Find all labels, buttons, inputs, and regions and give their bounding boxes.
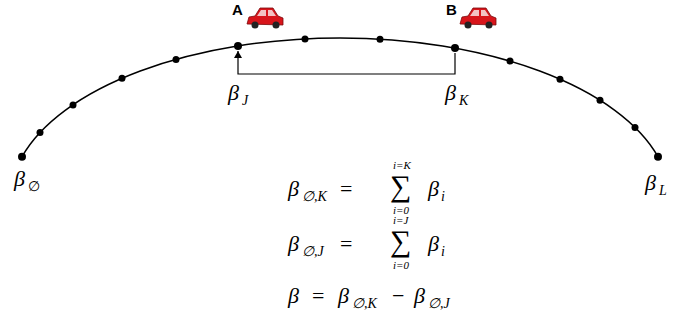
point-subscript: ∅ <box>28 180 40 194</box>
equation-symbol: β <box>288 178 299 200</box>
car-a <box>247 8 283 29</box>
point-symbol: β <box>14 168 25 190</box>
equation-subscript: ∅,K <box>302 190 327 204</box>
equation-operator: = <box>340 178 352 200</box>
equation-subscript: i <box>441 190 445 204</box>
point-subscript: L <box>659 184 667 198</box>
equation-subscript: ∅,J <box>428 297 450 311</box>
equation-symbol: β <box>414 285 425 307</box>
equation-subscript: ∅,K <box>352 297 377 311</box>
road-dots <box>18 36 662 161</box>
sum-limit: i=J <box>393 215 408 226</box>
equation-symbol: β <box>338 285 349 307</box>
equation-operator: = <box>340 233 352 255</box>
equation-subscript: i <box>441 245 445 259</box>
equation-symbol: β <box>288 233 299 255</box>
distance-bracket <box>238 51 455 74</box>
point-subscript: K <box>459 94 468 108</box>
equation-operator: = <box>312 285 324 307</box>
sum-limit: i=0 <box>393 260 409 271</box>
equation-operator: − <box>392 285 404 307</box>
equation-symbol: β <box>428 178 439 200</box>
equation-symbol: β <box>428 233 439 255</box>
equation-symbol: β <box>288 285 299 307</box>
road-arc <box>22 38 658 157</box>
sum-sign: ∑ <box>390 226 411 256</box>
point-symbol: β <box>228 82 239 104</box>
equation-subscript: ∅,J <box>302 245 324 259</box>
car-b <box>460 8 496 29</box>
point-symbol: β <box>445 82 456 104</box>
sum-limit: i=K <box>393 160 411 171</box>
point-subscript: J <box>242 94 248 108</box>
car-label: B <box>446 2 457 17</box>
car-label: A <box>232 2 243 17</box>
sum-sign: ∑ <box>390 171 411 201</box>
point-symbol: β <box>645 172 656 194</box>
